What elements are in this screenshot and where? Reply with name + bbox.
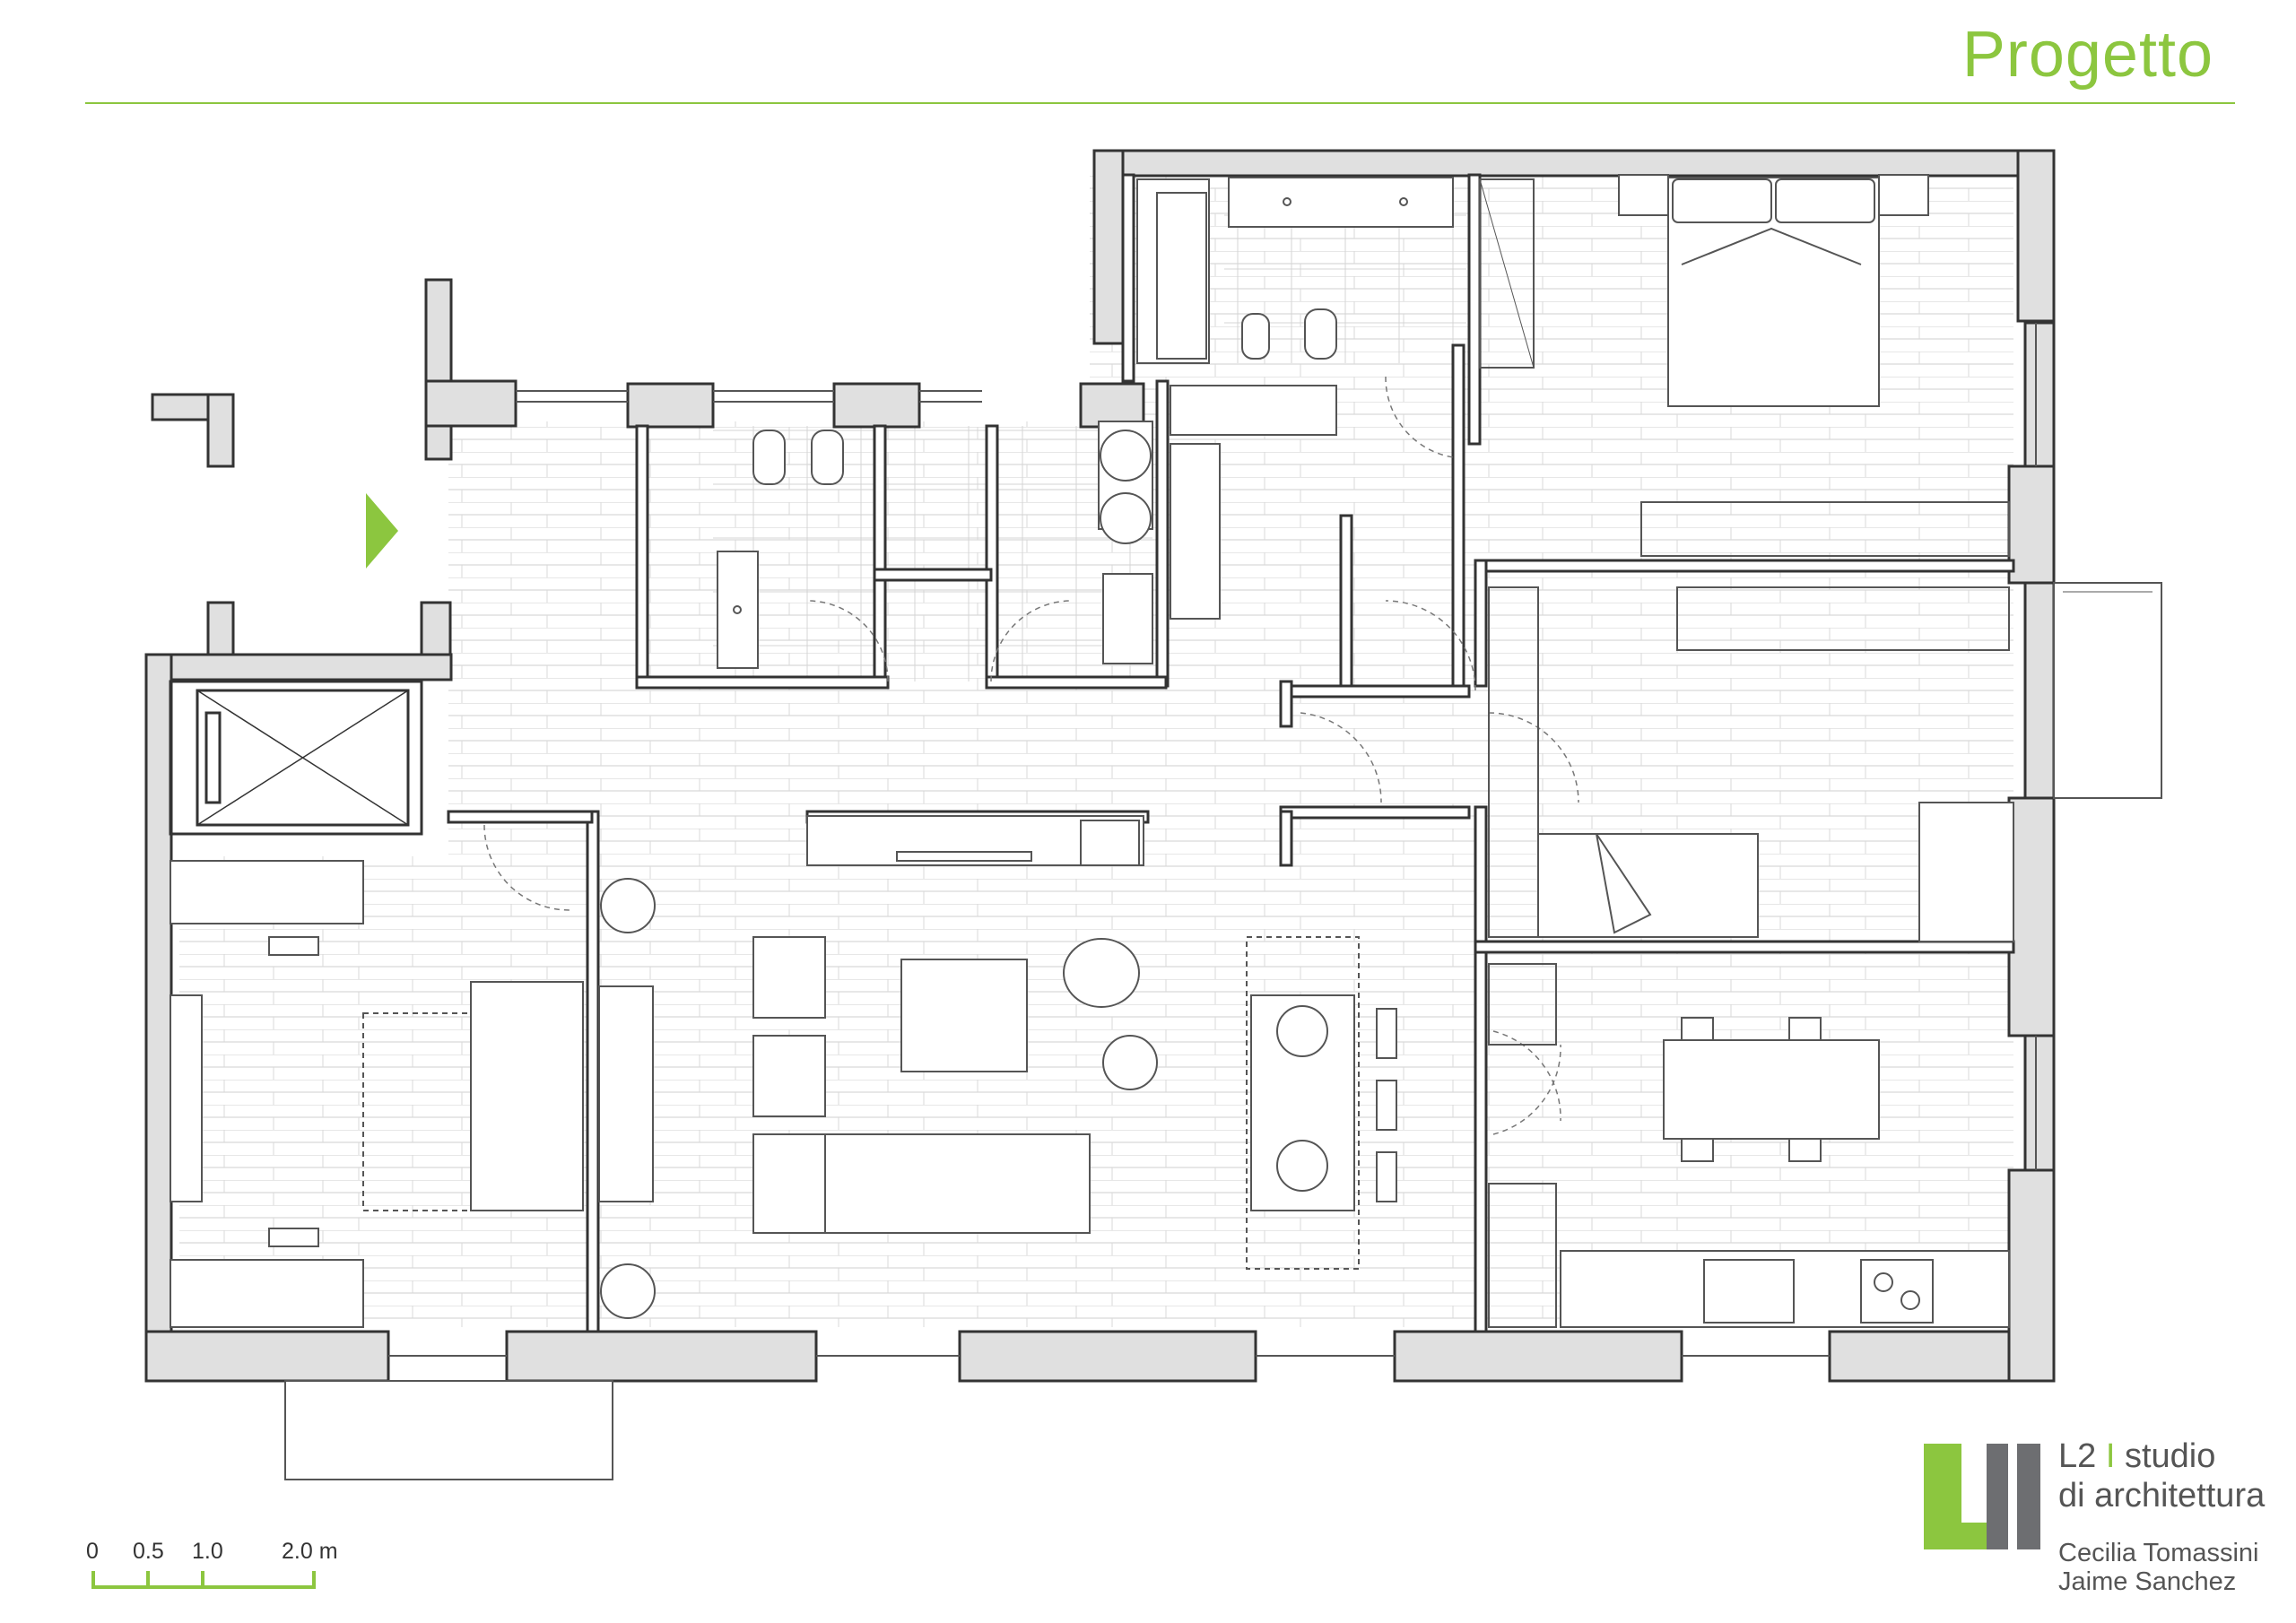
interior-walls	[447, 173, 2015, 1333]
master-bed	[1618, 174, 1929, 407]
studio-separator: I	[2105, 1437, 2116, 1475]
wardrobes	[1479, 178, 2010, 1328]
studio-furniture	[170, 860, 584, 1328]
studio-name-l2: L2	[2058, 1437, 2097, 1475]
page-title: Progetto	[1961, 19, 2213, 91]
studio-name: L2 I studio di architettura	[2058, 1436, 2265, 1515]
scale-label-1: 1.0	[192, 1539, 223, 1564]
kitchen	[1560, 1017, 2010, 1328]
single-bed	[1537, 802, 2014, 942]
exterior-walls	[144, 149, 2056, 1383]
entrance-arrow-icon	[366, 493, 398, 568]
studio-name-rest: studio	[2124, 1437, 2216, 1475]
scale-label-2: 2.0 m	[282, 1539, 338, 1564]
bathroom-fixtures	[717, 177, 1454, 669]
lift-shaft	[169, 680, 423, 836]
living-furniture	[598, 815, 1397, 1319]
title-divider	[85, 102, 2235, 104]
windows	[388, 323, 2037, 1357]
scale-label-0: 0	[86, 1539, 99, 1564]
author-1: Cecilia Tomassini	[2058, 1539, 2259, 1567]
scale-bar	[91, 1571, 316, 1589]
studio-name-line2: di architettura	[2058, 1477, 2266, 1515]
scale-label-05: 0.5	[133, 1539, 164, 1564]
author-2: Jaime Sanchez	[2058, 1567, 2237, 1596]
balconies	[284, 582, 2162, 1480]
studio-logo	[1924, 1444, 2040, 1549]
authors: Cecilia Tomassini Jaime Sanchez	[2058, 1539, 2259, 1596]
door-swings	[483, 376, 1579, 1135]
